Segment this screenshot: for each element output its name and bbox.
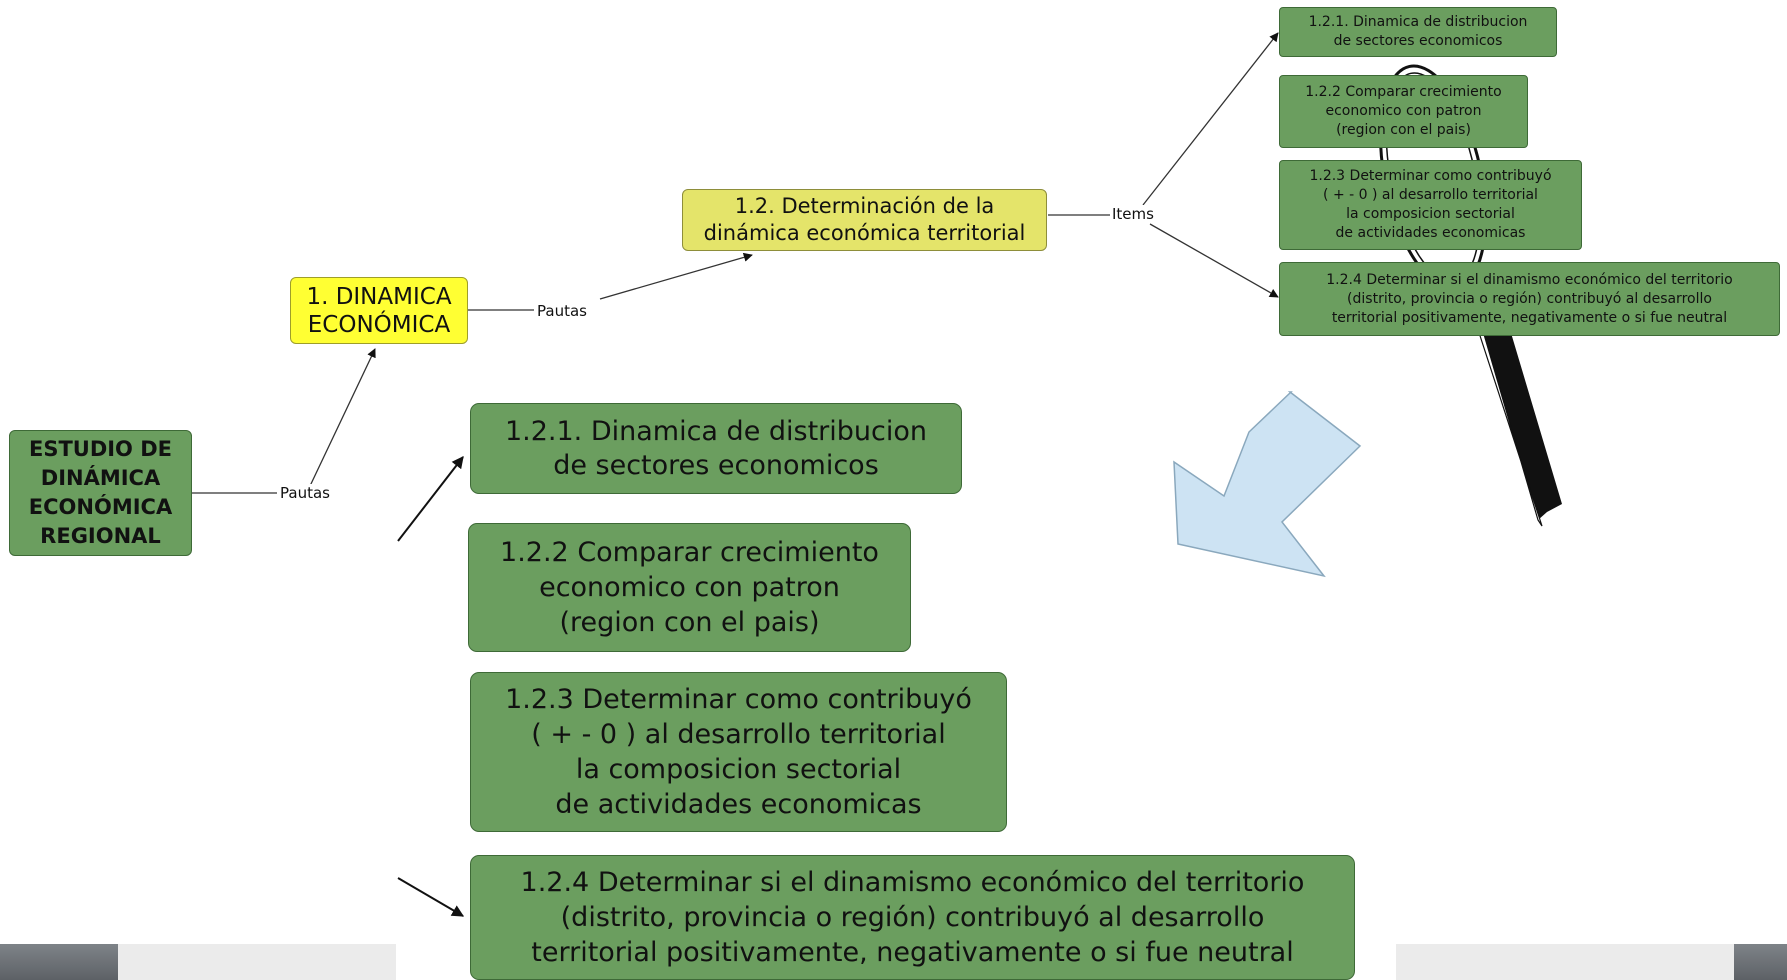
connector-determinacion-to-items bbox=[1048, 32, 1279, 298]
dinamica-node[interactable]: 1. DINAMICA ECONÓMICA bbox=[290, 277, 468, 344]
root-node[interactable]: ESTUDIO DE DINÁMICA ECONÓMICA REGIONAL bbox=[9, 430, 192, 556]
large-item-1-2-2[interactable]: 1.2.2 Comparar crecimiento economico con… bbox=[468, 523, 911, 652]
small-item-1-2-2[interactable]: 1.2.2 Comparar crecimiento economico con… bbox=[1279, 75, 1528, 148]
link-label-pautas-1: Pautas bbox=[278, 484, 332, 502]
large-item-1-2-4[interactable]: 1.2.4 Determinar si el dinamismo económi… bbox=[470, 855, 1355, 980]
connector-root-to-dinamica bbox=[192, 348, 376, 494]
bottom-left-dark-strip bbox=[0, 944, 118, 980]
link-label-pautas-2: Pautas bbox=[535, 302, 589, 320]
link-label-items: Items bbox=[1110, 205, 1156, 223]
large-item-1-2-1[interactable]: 1.2.1. Dinamica de distribucion de secto… bbox=[470, 403, 962, 494]
large-item-1-2-3[interactable]: 1.2.3 Determinar como contribuyó ( + - 0… bbox=[470, 672, 1007, 832]
determinacion-node[interactable]: 1.2. Determinación de la dinámica económ… bbox=[682, 189, 1047, 251]
down-left-arrow-icon bbox=[1173, 391, 1362, 578]
connector-partial-arrows-large bbox=[397, 456, 465, 917]
bottom-right-dark-strip bbox=[1734, 944, 1787, 980]
connector-dinamica-to-determinacion bbox=[468, 252, 753, 311]
small-item-1-2-1[interactable]: 1.2.1. Dinamica de distribucion de secto… bbox=[1279, 7, 1557, 57]
small-item-1-2-3[interactable]: 1.2.3 Determinar como contribuyó ( + - 0… bbox=[1279, 160, 1582, 250]
small-item-1-2-4[interactable]: 1.2.4 Determinar si el dinamismo económi… bbox=[1279, 262, 1780, 336]
